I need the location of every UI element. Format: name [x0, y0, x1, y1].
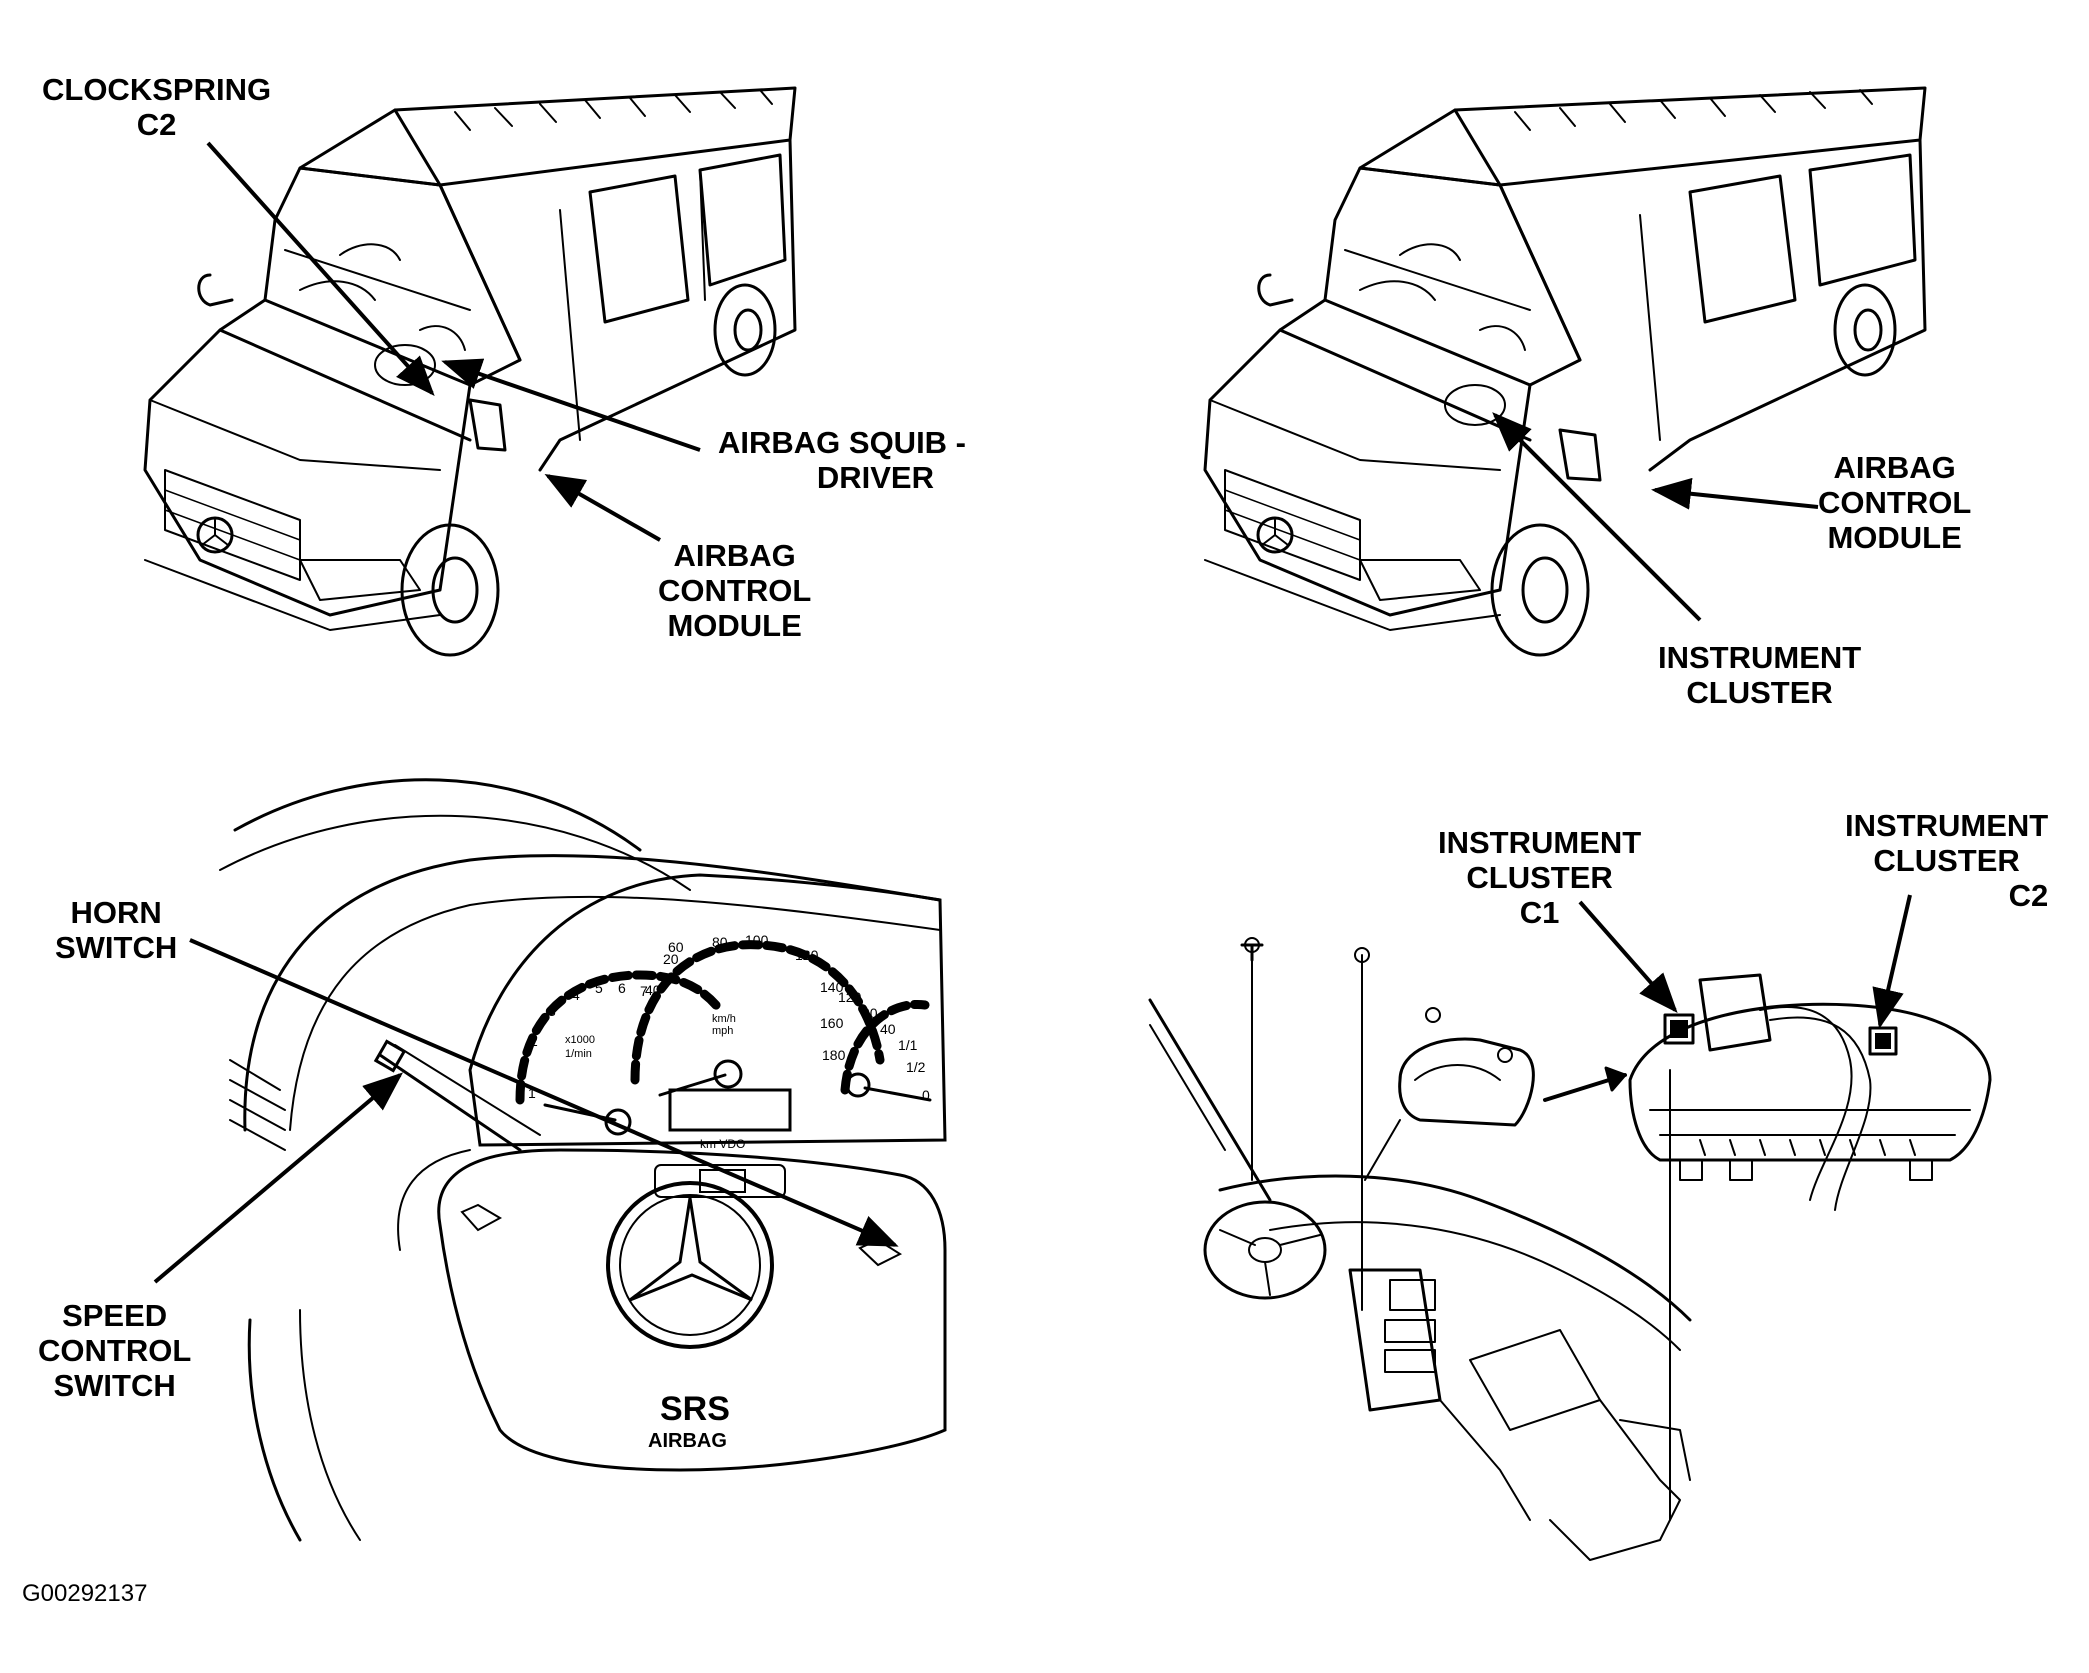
- label-line: MODULE: [1827, 520, 1962, 555]
- speed-unit-2: mph: [712, 1025, 733, 1037]
- speed-tick: 140: [820, 979, 844, 995]
- srs-text: SRS: [660, 1390, 730, 1428]
- label-clockspring-c2: CLOCKSPRING C2: [42, 72, 271, 142]
- speed-tick: 120: [795, 947, 819, 963]
- speed-tick: 40: [645, 982, 661, 998]
- label-instrument-cluster: INSTRUMENT CLUSTER: [1658, 640, 1861, 710]
- airbag-cover-lettering: SRS AIRBAG: [648, 1390, 730, 1452]
- label-line: AIRBAG: [1833, 450, 1956, 485]
- speed-tick: 60: [668, 939, 684, 955]
- dashboard-illustration: [1148, 937, 1992, 1561]
- temp-tick: 40: [880, 1021, 896, 1037]
- label-line: C1: [1519, 895, 1560, 930]
- airbag-text: AIRBAG: [648, 1430, 727, 1452]
- label-airbag-control-module-left: AIRBAG CONTROL MODULE: [658, 538, 811, 643]
- label-line: CONTROL: [1818, 485, 1972, 520]
- speed-tick: 80: [712, 934, 728, 950]
- temp-tick: 120: [838, 989, 862, 1005]
- label-instrument-cluster-c2: INSTRUMENT CLUSTER C2: [1845, 808, 2048, 913]
- rpm-unit: x1000: [565, 1034, 595, 1046]
- figure-id: G00292137: [22, 1580, 148, 1607]
- label-line: SWITCH: [55, 930, 178, 965]
- temp-tick: 80: [862, 1005, 878, 1021]
- label-line: C2: [136, 107, 177, 142]
- label-line: CONTROL: [658, 573, 812, 608]
- label-line: SWITCH: [53, 1368, 176, 1403]
- callout-arrows: [153, 141, 1912, 1284]
- speed-tick: 100: [745, 932, 769, 948]
- label-line: AIRBAG: [673, 538, 796, 573]
- fuel-tick: 1/2: [906, 1059, 926, 1075]
- speed-tick: 160: [820, 1015, 844, 1031]
- arrow-instrument-cluster-c2: [1872, 894, 1912, 1029]
- label-line: C2: [2008, 878, 2049, 913]
- label-line: INSTRUMENT: [1438, 825, 1642, 860]
- rpm-tick: 3: [548, 1003, 556, 1019]
- label-line: CLUSTER: [1873, 843, 2020, 878]
- label-horn-switch: HORN SWITCH: [55, 895, 177, 965]
- label-line: CLOCKSPRING: [42, 72, 272, 107]
- odometer-label: km VDO: [700, 1137, 745, 1151]
- rpm-tick: 7: [640, 983, 648, 999]
- fuel-tick: 0: [922, 1087, 930, 1103]
- label-line: MODULE: [667, 608, 802, 643]
- label-line: SPEED: [62, 1298, 168, 1333]
- label-instrument-cluster-c1: INSTRUMENT CLUSTER C1: [1438, 825, 1641, 930]
- label-line: HORN: [70, 895, 162, 930]
- rpm-tick: 6: [618, 980, 626, 996]
- van-illustration-right: [1203, 86, 1927, 657]
- label-line: DRIVER: [816, 460, 934, 495]
- speed-unit: km/h: [712, 1013, 736, 1025]
- arrow-instrument-cluster: [1492, 412, 1702, 622]
- steering-wheel-illustration: [219, 778, 947, 1542]
- arrow-instrument-cluster-c1: [1578, 900, 1678, 1014]
- gauge-markings: 20 40 60 80 100 120 140 160 180 1 2 3 4 …: [528, 932, 930, 1151]
- label-line: CLUSTER: [1466, 860, 1613, 895]
- arrow-clockspring-c2: [206, 141, 435, 396]
- label-airbag-squib-driver: AIRBAG SQUIB - DRIVER: [718, 425, 966, 495]
- rpm-tick: 5: [595, 980, 603, 996]
- fuel-tick: 1/1: [898, 1037, 918, 1053]
- label-speed-control-switch: SPEED CONTROL SWITCH: [38, 1298, 191, 1403]
- arrow-airbag-squib: [441, 358, 701, 452]
- rpm-tick: 1: [528, 1085, 536, 1101]
- rpm-tick: 2: [530, 1033, 538, 1049]
- rpm-unit-2: 1/min: [565, 1048, 592, 1060]
- speed-tick: 20: [663, 951, 679, 967]
- arrow-airbag-control-module-left: [544, 474, 661, 542]
- arrow-speed-control-switch: [153, 1072, 404, 1284]
- arrow-airbag-control-module-right: [1651, 477, 1819, 510]
- label-airbag-control-module-right: AIRBAG CONTROL MODULE: [1818, 450, 1971, 555]
- label-line: INSTRUMENT: [1845, 808, 2049, 843]
- label-line: CONTROL: [38, 1333, 192, 1368]
- label-line: AIRBAG SQUIB -: [718, 425, 966, 460]
- label-line: INSTRUMENT: [1658, 640, 1862, 675]
- speed-tick: 180: [822, 1047, 846, 1063]
- label-line: CLUSTER: [1686, 675, 1833, 710]
- rpm-tick: 4: [572, 987, 580, 1003]
- arrow-horn-switch: [189, 938, 899, 1247]
